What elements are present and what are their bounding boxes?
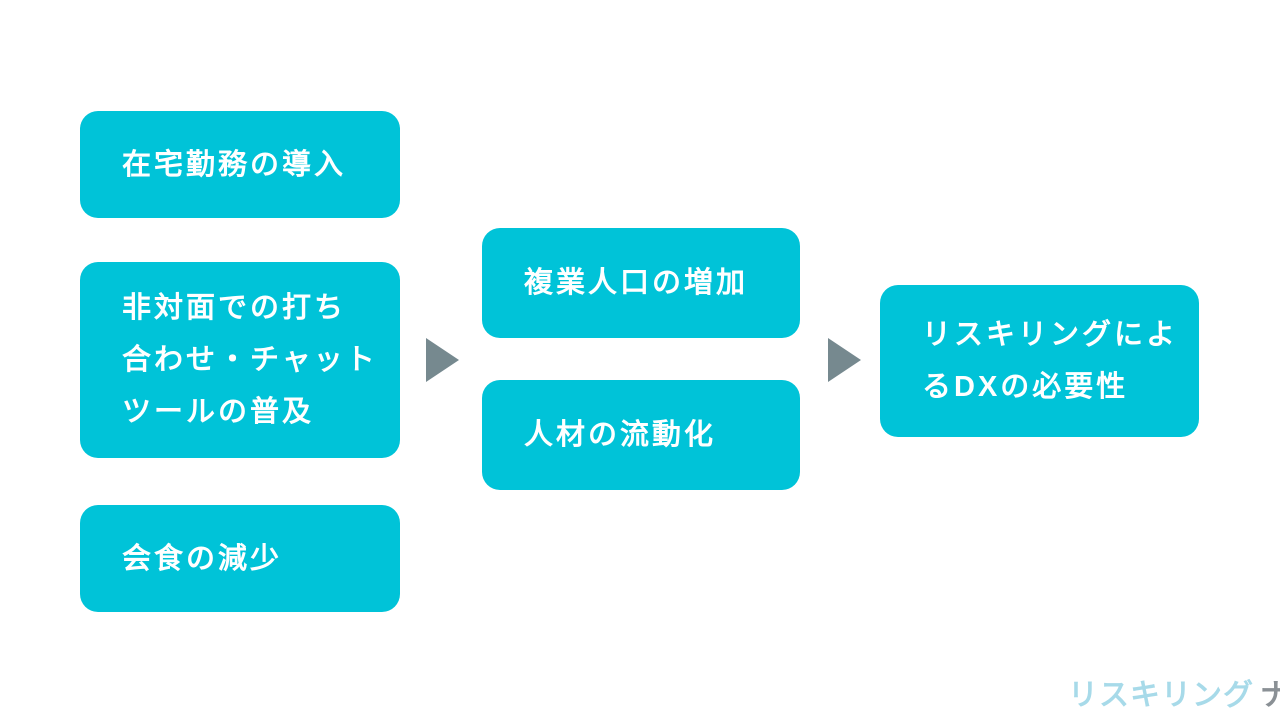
reskilling-navi-logo: リスキリングナビ (1068, 670, 1280, 714)
effect-box-talent-mobility: 人材の流動化 (482, 380, 800, 490)
cause-box-fewer-dinners: 会食の減少 (80, 505, 400, 612)
logo-text-sub: ナビ (1260, 679, 1280, 712)
cause-box-online-meetings-chat-tools: 非対面での打ち 合わせ・チャット ツールの普及 (80, 262, 400, 458)
arrow-right-icon (426, 338, 459, 382)
effect-box-talent-mobility-label: 人材の流動化 (524, 419, 717, 451)
arrow-right-icon (828, 338, 861, 382)
cause-box-remote-work-label: 在宅勤務の導入 (122, 148, 347, 181)
conclusion-box-reskilling-dx-label: リスキリングによ るDXの必要性 (922, 319, 1179, 403)
cause-box-online-meetings-chat-tools-label: 非対面での打ち 合わせ・チャット ツールの普及 (122, 292, 378, 428)
effect-box-multi-job-population: 複業人口の増加 (482, 228, 800, 338)
conclusion-box-reskilling-dx: リスキリングによ るDXの必要性 (880, 285, 1199, 437)
effect-box-multi-job-population-label: 複業人口の増加 (524, 267, 749, 299)
cause-box-remote-work: 在宅勤務の導入 (80, 111, 400, 218)
cause-box-fewer-dinners-label: 会食の減少 (122, 542, 283, 575)
logo-text-main: リスキリング (1068, 679, 1254, 712)
